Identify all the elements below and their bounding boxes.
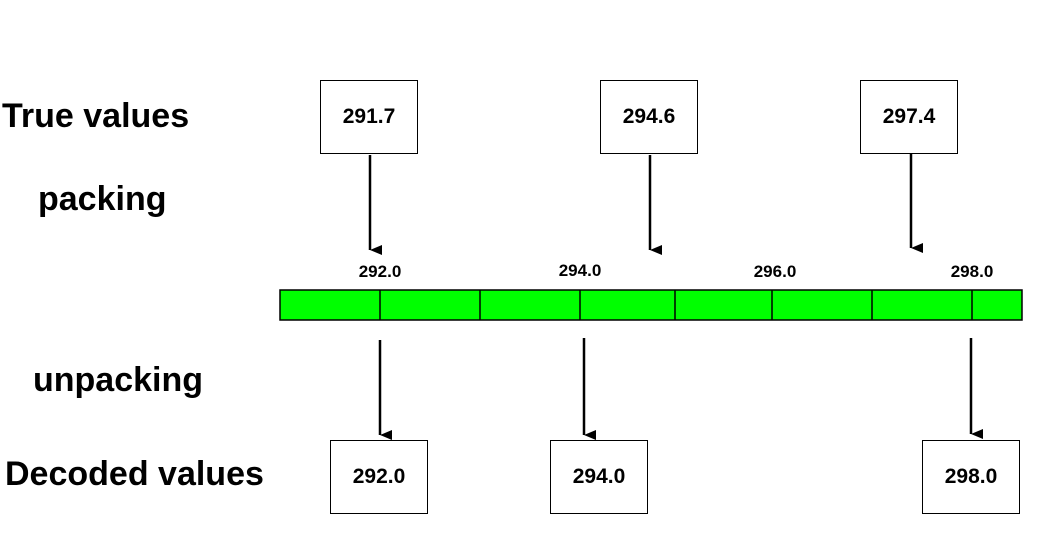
- decoded-value-box: 298.0: [922, 440, 1020, 514]
- true-values-label: True values: [2, 97, 190, 135]
- true-value-box: 294.6: [600, 80, 698, 154]
- scale-tick-label: 294.0: [558, 261, 602, 280]
- decoded-value-box: 294.0: [550, 440, 648, 514]
- decoded-value-box: 292.0: [330, 440, 428, 514]
- unpacking-label: unpacking: [33, 361, 204, 399]
- scale-tick-label: 296.0: [753, 262, 797, 281]
- scale-tick-label: 298.0: [950, 262, 994, 281]
- quantization-bar: [279, 289, 1023, 321]
- packing-label: packing: [38, 180, 167, 218]
- true-value-box: 297.4: [860, 80, 958, 154]
- unpacking-arrows: [378, 338, 983, 440]
- scale-tick-label: 292.0: [358, 262, 402, 281]
- decoded-values-label: Decoded values: [5, 455, 264, 493]
- bar-dividers: [379, 290, 973, 320]
- true-value-box: 291.7: [320, 80, 418, 154]
- packing-arrows: [368, 153, 923, 255]
